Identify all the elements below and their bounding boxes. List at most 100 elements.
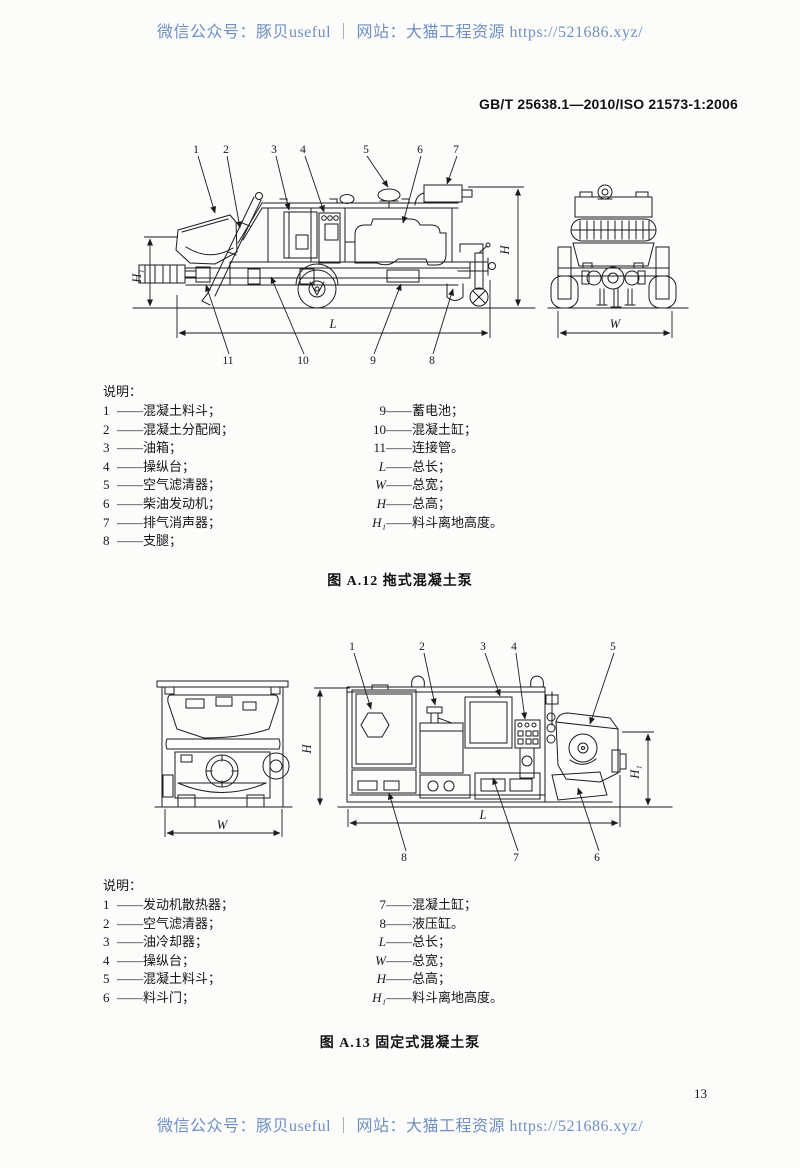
legend-item: H——总高； [340,970,503,989]
legend-item: H——总高； [340,495,503,514]
legend-item: W——总宽； [340,952,503,971]
pump-flange-circle [205,754,239,788]
dim-h1-label: H₁ [130,269,144,283]
figure-a13-caption: 图 A.13 固定式混凝土泵 [319,1036,481,1051]
legend-key: W [375,952,386,968]
callout-2: 2 [419,641,425,653]
legend-key: 2 [103,421,110,437]
legend-key: 4 [103,458,110,474]
dim-h-label: H [300,744,314,755]
legend-key: H₁ [372,989,386,1005]
legend-label: ——液压缸。 [386,915,465,931]
legend-key: 8 [379,915,387,931]
legend-item: W——总宽； [340,476,503,495]
legend-label: ——操纵台； [117,952,196,968]
legend-title: 说明： [103,384,143,399]
legend-label: ——混凝土缸； [386,421,478,437]
callout-8: 8 [401,852,407,864]
legend-key: 1 [103,897,110,912]
legend-item: 6 ——料斗门； [103,989,234,1008]
dim-w-label: W [610,317,622,331]
legend-item: H₁——料斗离地高度。 [340,514,503,533]
dim-l-label: L [329,317,337,331]
dim-w-label: W [217,818,229,832]
legend-key: 5 [103,971,110,987]
callout-9: 9 [370,355,376,367]
lifting-eye [597,184,613,200]
legend-key: 6 [103,989,110,1005]
legend-key: 5 [103,477,110,493]
callout-6: 6 [417,144,423,156]
legend-label: ——混凝土料斗； [117,403,222,418]
legend-label: ——混凝土缸； [386,897,478,912]
callout-4: 4 [300,144,306,156]
dim-h-label: H [498,245,512,256]
battery [386,269,420,283]
legend-key: 11 [373,440,386,456]
legend-item: 2 ——混凝土分配阀； [103,421,234,440]
a12-legend-left: 说明： 1——混凝土料斗；2——混凝土分配阀；3——油箱；4——操纵台；5——空… [103,382,234,551]
legend-item: 6——柴油发动机； [103,495,234,514]
lifting-eyes [411,675,544,688]
page-number: 13 [694,1086,707,1101]
hopper [175,214,238,265]
radiator-grille [570,218,657,242]
figure-a12-diagram: H₁ H L W 1 2 3 4 5 6 7 11 10 9 8 [130,144,689,367]
pump-detail [581,266,646,308]
legend-label: ——蓄电池； [386,403,465,418]
hydraulic-cylinder-unit [351,769,417,794]
legend-label: ——总高； [386,971,452,987]
legend-item: 4 ——操纵台； [103,952,234,971]
legend-key: 4 [103,952,110,968]
legend-item: 3——油箱； [103,439,234,458]
legend-label: ——排气消声器； [117,514,222,530]
legend-label: ——料斗门； [117,989,196,1005]
legend-item: 10——混凝土缸； [340,421,503,440]
legend-key: L [378,934,386,950]
callout-8: 8 [429,355,435,367]
wheel [295,263,339,309]
legend-label: ——混凝土分配阀； [117,421,235,437]
dim-l-label: L [479,808,487,822]
exhaust-muffler [414,184,473,206]
legend-key: L [378,458,386,474]
engine-radiator [351,684,417,769]
a12-dimension-lines [144,186,673,338]
legend-label: ——油冷却器； [117,934,209,950]
callout-2: 2 [223,144,229,156]
legend-key: H [376,495,386,511]
legend-label: ——总宽； [386,952,452,968]
callout-4: 4 [511,641,517,653]
control-console [514,719,541,779]
legend-key: 3 [103,934,110,950]
a12-legend-right: 9——蓄电池；10——混凝土缸；11——连接管。L——总长；W——总宽；H——总… [340,402,503,532]
callout-6: 6 [594,852,600,864]
callout-5: 5 [363,144,369,156]
legend-key: H₁ [372,514,386,530]
figure-a12-caption: 图 A.12 拖式混凝土泵 [327,574,473,589]
a13-callout-leaders [353,652,615,852]
callout-1: 1 [349,641,355,653]
oil-tank [283,211,318,259]
tow-hitch [446,242,496,307]
legend-key: 6 [103,495,110,511]
hopper-door [551,771,608,801]
dim-h1-label: H₁ [628,765,642,779]
legend-key: 7 [103,514,110,530]
legend-item: 4——操纵台； [103,458,234,477]
legend-item: 5 ——混凝土料斗； [103,970,234,989]
legend-key: W [375,477,386,493]
control-console [318,212,341,264]
legend-label: ——混凝土料斗； [117,971,222,987]
legend-item: 1——混凝土料斗； [103,402,234,421]
a13-legend-left: 说明： 1——发动机散热器；2——空气滤清器；3 ——油冷却器； 4 ——操纵台； 5 —… [103,876,234,1008]
callout-3: 3 [480,641,486,653]
hopper-opening [167,694,279,739]
legend-title: 说明： [103,878,143,893]
legend-item: 1——发动机散热器； [103,896,234,915]
legend-key: 9 [379,403,387,418]
callout-5: 5 [610,641,616,653]
legend-item: L——总长； [340,933,503,952]
legend-label: ——油箱； [117,440,183,456]
legend-item: 2——空气滤清器； [103,915,234,934]
